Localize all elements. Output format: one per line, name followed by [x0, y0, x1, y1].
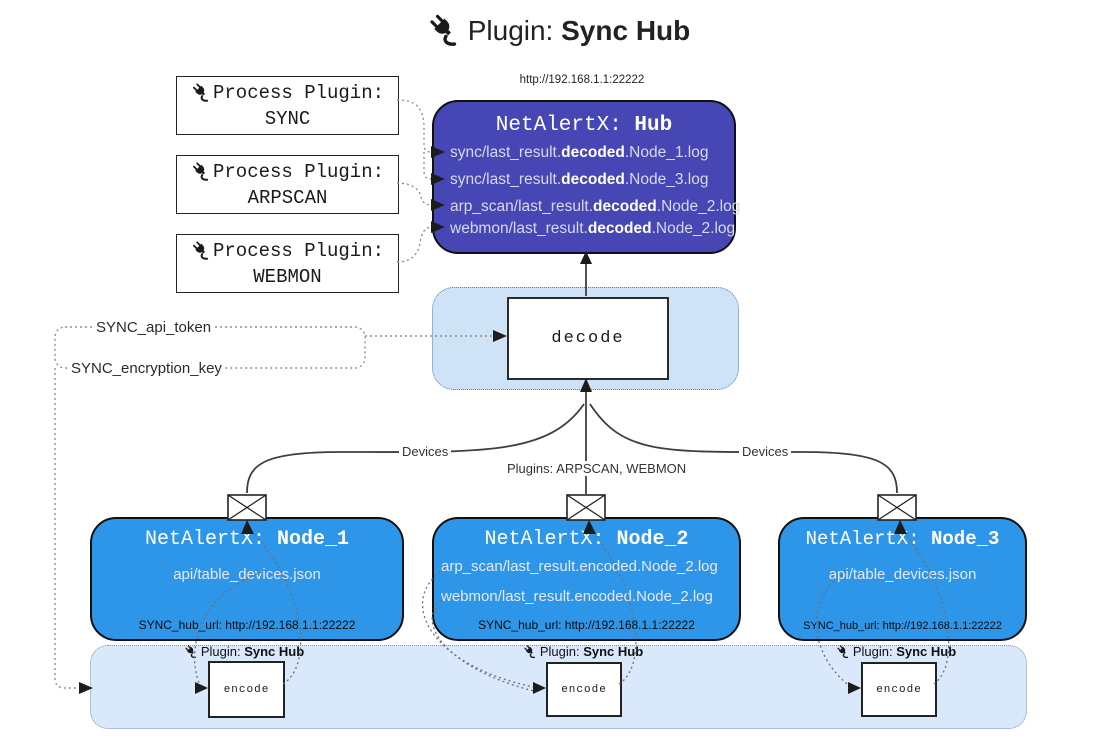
node-hub-url: SYNC_hub_url: http://192.168.1.1:22222 — [478, 618, 695, 632]
process-plugin-label: Process Plugin: — [212, 81, 385, 104]
encoder-plugin-label-text: Plugin: Sync Hub — [852, 644, 957, 659]
node-file-line: webmon/last_result.encoded.Node_2.log — [441, 588, 713, 605]
node-file-line: api/table_devices.json — [173, 566, 321, 583]
plug-icon — [192, 161, 209, 181]
hub-log-line: arp_scan/last_result.decoded.Node_2.log — [450, 198, 741, 215]
node-title: NetAlertX: Node_1 — [144, 528, 350, 551]
process-plugin-name: WEBMON — [253, 265, 322, 288]
sync-encryption-key-label: SYNC_encryption_key — [68, 360, 225, 377]
process-plugin-webmon-box: Process Plugin: WEBMON — [176, 234, 399, 293]
plug-icon — [192, 240, 209, 260]
process-plugin-label: Process Plugin: — [212, 239, 385, 262]
node-title: NetAlertX: Node_2 — [484, 528, 689, 551]
plug-icon — [837, 644, 848, 658]
encoder-plugin-label: Plugin: Sync Hub — [174, 644, 314, 659]
process-plugin-name: ARPSCAN — [247, 186, 328, 209]
encode-box: encode — [861, 662, 937, 717]
process-plugin-arpscan-box: Process Plugin: ARPSCAN — [176, 155, 399, 214]
process-plugin-label: Process Plugin: — [212, 160, 385, 183]
encoder-plugin-label: Plugin: Sync Hub — [513, 644, 653, 659]
plug-icon — [192, 82, 209, 102]
plug-icon — [185, 644, 196, 658]
encoder-plugin-label-text: Plugin: Sync Hub — [200, 644, 305, 659]
hub-url: http://192.168.1.1:22222 — [519, 74, 645, 86]
envelope-icon — [877, 494, 917, 521]
node-file-line: api/table_devices.json — [828, 566, 977, 583]
hub-box: NetAlertX: Hub sync/last_result.decoded.… — [432, 100, 740, 254]
envelope-icon — [566, 494, 606, 521]
node-1-box: NetAlertX: Node_1 api/table_devices.json… — [90, 517, 404, 641]
node-file-line: arp_scan/last_result.encoded.Node_2.log — [441, 558, 718, 575]
node-title: NetAlertX: Node_3 — [805, 528, 1000, 550]
encode-box: encode — [546, 662, 622, 717]
envelope-icon — [227, 494, 267, 521]
hub-log-line: sync/last_result.decoded.Node_3.log — [450, 171, 709, 188]
sync-api-token-label: SYNC_api_token — [93, 319, 215, 336]
encoder-plugin-label-text: Plugin: Sync Hub — [539, 644, 644, 659]
page-title: Plugin: Sync Hub — [0, 14, 1117, 48]
node-hub-url: SYNC_hub_url: http://192.168.1.1:22222 — [803, 620, 1002, 632]
encoder-plugin-label: Plugin: Sync Hub — [826, 644, 966, 659]
devices-label-right: Devices — [739, 444, 792, 459]
hub-log-line: sync/last_result.decoded.Node_1.log — [450, 144, 709, 161]
hub-log-line: webmon/last_result.decoded.Node_2.log — [450, 220, 736, 237]
node-3-box: NetAlertX: Node_3 api/table_devices.json… — [778, 517, 1027, 641]
decode-box: decode — [507, 297, 669, 380]
encode-box: encode — [208, 661, 285, 718]
plug-icon — [524, 644, 535, 658]
devices-label-left: Devices — [399, 444, 452, 459]
plugins-label-mid: Plugins: ARPSCAN, WEBMON — [504, 461, 690, 476]
node-2-box: NetAlertX: Node_2 arp_scan/last_result.e… — [432, 517, 741, 641]
plug-icon — [430, 14, 456, 46]
node-hub-url: SYNC_hub_url: http://192.168.1.1:22222 — [138, 618, 356, 632]
process-plugin-sync-box: Process Plugin: SYNC — [176, 76, 399, 135]
process-plugin-name: SYNC — [264, 107, 311, 130]
hub-title: NetAlertX: Hub — [495, 114, 673, 137]
page-title-text: Plugin: Sync Hub — [467, 15, 691, 46]
